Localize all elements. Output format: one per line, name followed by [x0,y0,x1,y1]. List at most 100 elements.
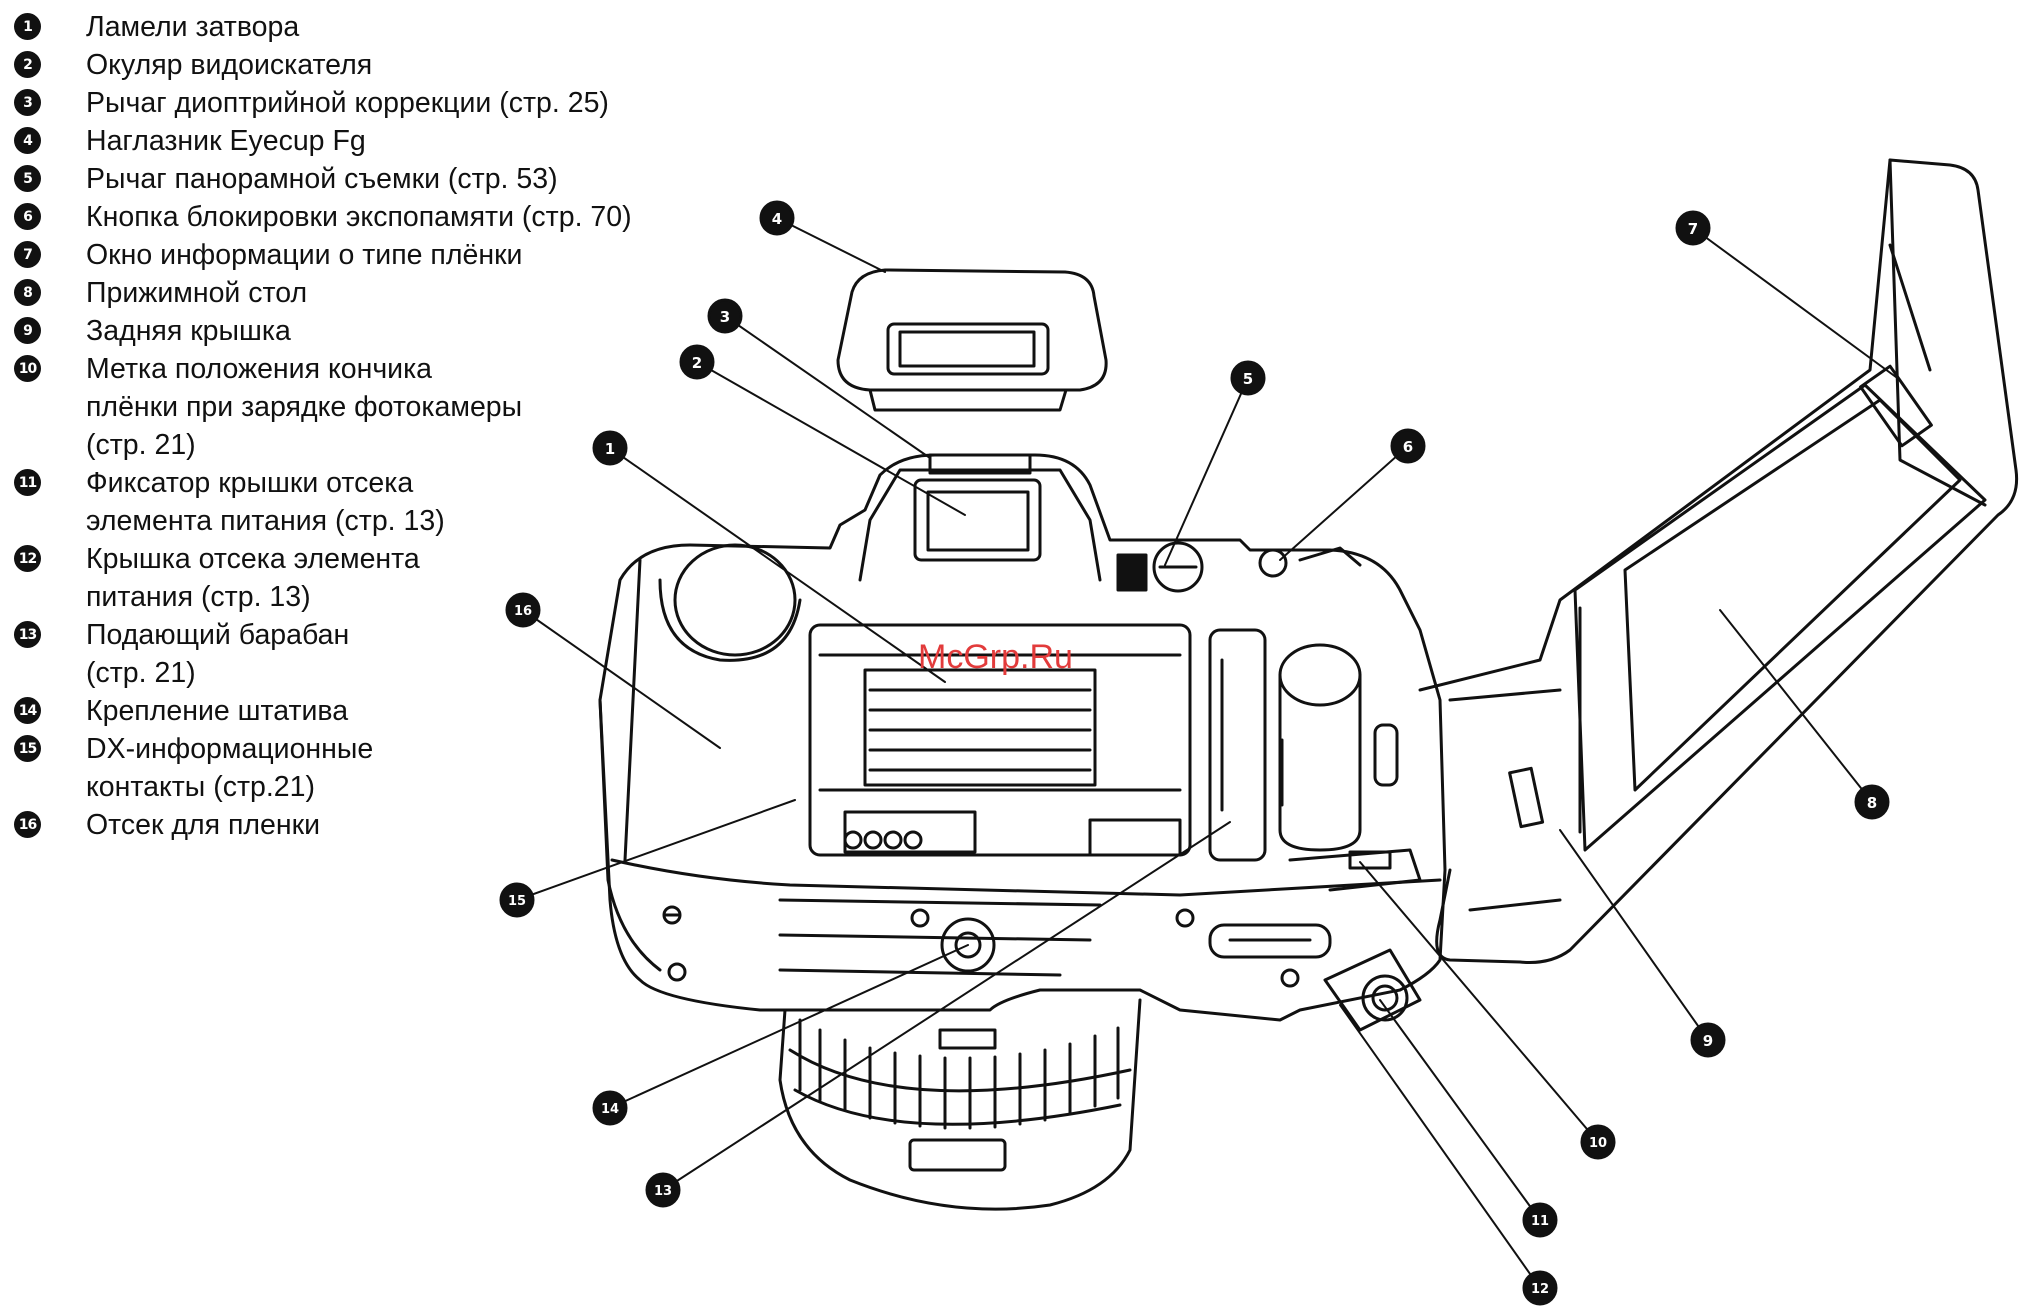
legend-text: Рычаг диоптрийной коррекции (стр. 25) [86,87,609,119]
legend-item: 7 Окно информации о типе плёнки [14,236,734,274]
legend-text: Наглазник Eyecup Fg [86,125,366,157]
callout-11: 11 [1522,1202,1558,1238]
leader-15 [516,799,796,901]
leader-6 [1279,445,1409,561]
legend-text: Задняя крышка [86,315,291,347]
legend-text: Кнопка блокировки экспопамяти (стр. 70) [86,201,632,233]
number-badge: 16 [14,811,41,838]
callout-16: 16 [505,592,541,628]
legend-text: Подающий барабан (стр. 21) [86,619,350,689]
callout-2: 2 [679,344,715,380]
callout-label: 1 [605,440,615,458]
number-badge: 3 [14,89,41,116]
callout-12: 12 [1522,1270,1558,1306]
number-badge: 2 [14,51,41,78]
number-badge: 14 [14,697,41,724]
callout-label: 8 [1867,794,1877,812]
parts-legend: 1 Ламели затвора 2 Окуляр видоискателя 3… [14,8,734,844]
legend-text: Крепление штатива [86,695,349,727]
leader-16 [522,609,721,749]
take-up-chamber [1208,628,1422,892]
lens [778,998,1142,1211]
number-badge: 8 [14,279,41,306]
legend-item: 6 Кнопка блокировки экспопамяти (стр. 70… [14,198,734,236]
legend-item: 13 Подающий барабан (стр. 21) [14,616,734,692]
number-badge: 15 [14,735,41,762]
number-badge: 1 [14,13,41,40]
legend-text: DX-информационные контакты (стр.21) [86,733,374,803]
callout-13: 13 [645,1172,681,1208]
callout-3: 3 [707,298,743,334]
leader-lines [516,217,1901,1289]
callout-label: 9 [1703,1032,1713,1050]
legend-text: Окуляр видоискателя [86,49,373,81]
leader-1 [609,447,946,683]
legend-text: Ламели затвора [86,11,300,43]
callout-label: 6 [1403,438,1413,456]
callout-label: 3 [720,308,730,326]
viewfinder [858,453,1102,582]
leader-12 [1339,1004,1541,1289]
leader-3 [724,315,931,459]
callout-label: 4 [772,210,782,228]
legend-text: Отсек для пленки [86,809,321,841]
number-badge: 6 [14,203,41,230]
legend-item: 3 Рычаг диоптрийной коррекции (стр. 25) [14,84,734,122]
leader-9 [1559,829,1709,1041]
callout-15: 15 [499,882,535,918]
legend-item: 5 Рычаг панорамной съемки (стр. 53) [14,160,734,198]
legend-item: 12 Крышка отсека элемента питания (стр. … [14,540,734,616]
callout-5: 5 [1230,360,1266,396]
controls-top [1116,541,1362,593]
leader-14 [609,944,969,1109]
leader-10 [1359,861,1599,1143]
callout-label: 11 [1531,1214,1549,1229]
legend-item: 8 Прижимной стол [14,274,734,312]
legend-item: 4 Наглазник Eyecup Fg [14,122,734,160]
callout-1: 1 [592,430,628,466]
legend-item: 14 Крепление штатива [14,692,734,730]
callout-label: 13 [654,1184,672,1199]
number-badge: 11 [14,469,41,496]
callout-label: 12 [1531,1282,1549,1297]
callout-label: 5 [1243,370,1253,388]
callout-7: 7 [1675,210,1711,246]
callout-label: 7 [1688,220,1698,238]
number-badge: 13 [14,621,41,648]
callout-8: 8 [1854,784,1890,820]
legend-item: 2 Окуляр видоискателя [14,46,734,84]
leader-11 [1379,999,1541,1221]
callout-6: 6 [1390,428,1426,464]
legend-text: Метка положения кончика плёнки при заряд… [86,353,523,461]
number-badge: 12 [14,545,41,572]
callout-9: 9 [1690,1022,1726,1058]
callout-14: 14 [592,1090,628,1126]
legend-text: Прижимной стол [86,277,308,309]
back-door [1418,158,2019,964]
number-badge: 7 [14,241,41,268]
callout-label: 15 [508,894,526,909]
watermark: McGrp.Ru [918,638,1073,676]
eyecup [836,268,1108,412]
legend-item: 9 Задняя крышка [14,312,734,350]
callout-label: 2 [692,354,702,372]
legend-item: 11 Фиксатор крышки отсека элемента питан… [14,464,734,540]
legend-item: 1 Ламели затвора [14,8,734,46]
legend-text: Окно информации о типе плёнки [86,239,523,271]
legend-text: Рычаг панорамной съемки (стр. 53) [86,163,558,195]
bottom-plate [662,898,1422,1032]
number-badge: 10 [14,355,41,382]
leader-7 [1692,227,1901,381]
legend-item: 16 Отсек для пленки [14,806,734,844]
callout-10: 10 [1580,1124,1616,1160]
leader-5 [1164,377,1249,566]
leader-4 [776,217,886,273]
leader-2 [696,361,966,516]
callout-label: 14 [601,1102,619,1117]
legend-text: Крышка отсека элемента питания (стр. 13) [86,543,420,613]
leader-13 [662,821,1231,1191]
number-badge: 5 [14,165,41,192]
camera-body [598,453,1447,1022]
callout-label: 10 [1589,1136,1607,1151]
